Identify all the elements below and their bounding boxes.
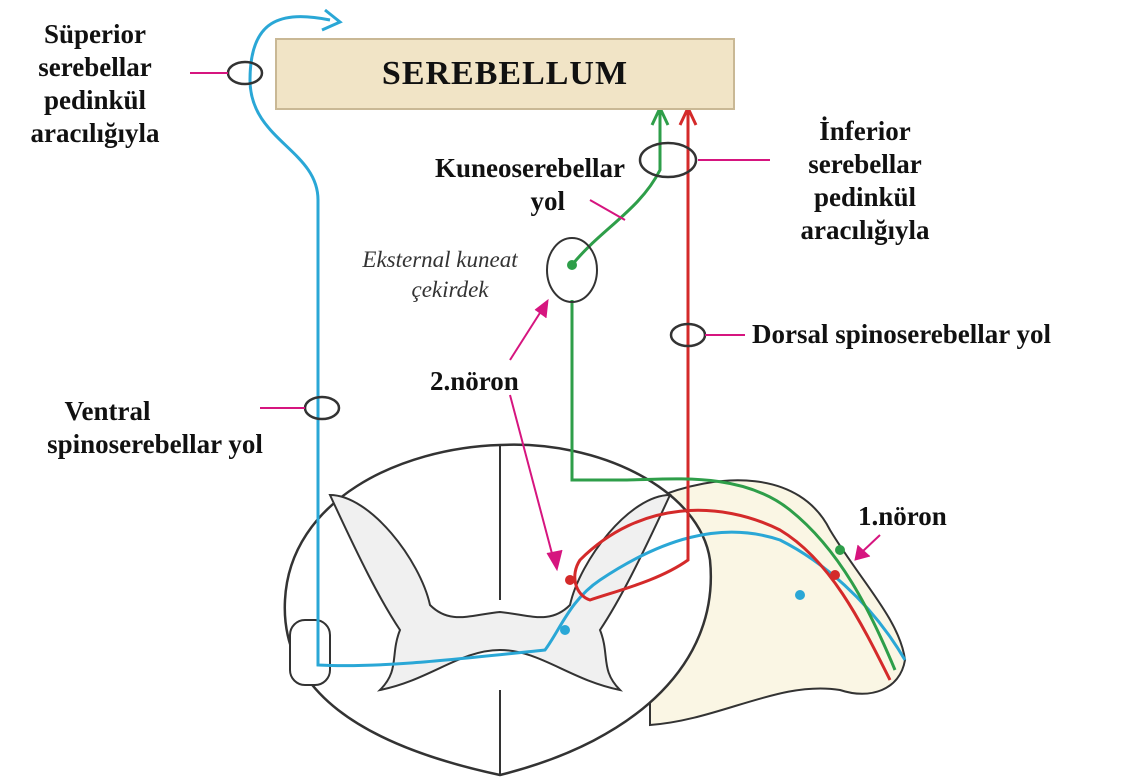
ventral-tract-area xyxy=(290,620,330,685)
superior-line-1: Süperior xyxy=(5,18,185,51)
inferior-line-3: pedinkül xyxy=(775,181,955,214)
ventral-line-2: spinoserebellar yol xyxy=(5,428,305,461)
neuron1-dorsal-dot xyxy=(830,570,840,580)
cerebellum-box: SEREBELLUM xyxy=(275,38,735,110)
neuron1-ventral-dot xyxy=(795,590,805,600)
spinal-cord-outline xyxy=(285,445,711,775)
eksternal-line-1: Eksternal kuneat xyxy=(330,245,550,275)
cerebellum-title: SEREBELLUM xyxy=(382,55,628,93)
neuron1-cuneo-dot xyxy=(835,545,845,555)
superior-line-2: serebellar xyxy=(5,51,185,84)
superior-line-3: pedinkül xyxy=(5,84,185,117)
kuneo-line-1: Kuneoserebellar xyxy=(375,152,625,185)
inferior-peduncle-label: İnferior serebellar pedinkül aracılığıyl… xyxy=(775,115,955,247)
dorsal-label: Dorsal spinoserebellar yol xyxy=(752,318,1051,351)
superior-peduncle-ring xyxy=(228,62,262,84)
neuron2-label: 2.nöron xyxy=(430,365,519,398)
inferior-line-1: İnferior xyxy=(775,115,955,148)
superior-line-4: aracılığıyla xyxy=(5,117,185,150)
eksternal-line-2: çekirdek xyxy=(330,275,550,305)
ventral-line-1: Ventral xyxy=(5,395,305,428)
neuron1-label: 1.nöron xyxy=(858,500,947,533)
eksternal-label: Eksternal kuneat çekirdek xyxy=(330,245,550,305)
neuron2-dorsal-dot xyxy=(565,575,575,585)
kuneo-label: Kuneoserebellar yol xyxy=(375,152,625,218)
neuron2-ventral-dot xyxy=(560,625,570,635)
superior-peduncle-label: Süperior serebellar pedinkül aracılığıyl… xyxy=(5,18,185,150)
ventral-label: Ventral spinoserebellar yol xyxy=(5,395,305,461)
neuron2-cuneo-dot xyxy=(567,260,577,270)
inferior-line-2: serebellar xyxy=(775,148,955,181)
inferior-line-4: aracılığıyla xyxy=(775,214,955,247)
pointer-neuron1 xyxy=(862,535,880,552)
kuneo-line-2: yol xyxy=(375,185,625,218)
ventral-tract-ring xyxy=(305,397,339,419)
